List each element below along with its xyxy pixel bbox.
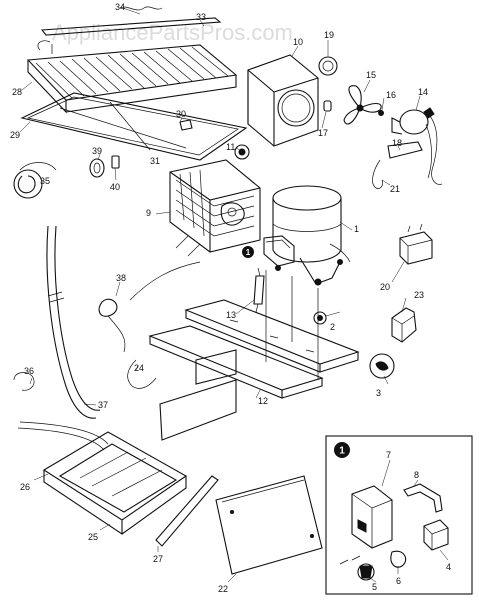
drain-pan-icon [42, 431, 188, 536]
fan-bracket-icon [372, 141, 423, 189]
grommet-icon [234, 144, 250, 160]
base-rail-icon [148, 299, 395, 399]
callout-6: 6 [396, 576, 401, 586]
callout-13: 13 [226, 310, 236, 320]
callout-25: 25 [88, 532, 98, 542]
callout-34: 34 [115, 2, 125, 12]
callout-1: 1 [354, 224, 359, 234]
cord-icon [13, 155, 120, 199]
callout-39: 39 [92, 146, 102, 156]
watermark: AppliancePartsPros.com [52, 20, 293, 45]
callout-3: 3 [376, 388, 381, 398]
callout-2: 2 [330, 322, 335, 332]
fan-shroud-icon [247, 54, 319, 147]
evaporator-icon [169, 159, 261, 257]
fan-retainer-icon [318, 56, 384, 116]
callout-38: 38 [116, 273, 126, 283]
callout-28: 28 [12, 87, 22, 97]
inset-detail: 1 [325, 435, 473, 595]
callout-18: 18 [392, 138, 402, 148]
callout-35: 35 [40, 176, 50, 186]
compressor-icon [263, 185, 351, 286]
callout-30: 30 [176, 109, 186, 119]
relay-icon [399, 223, 433, 265]
callout-22: 22 [218, 584, 228, 594]
callout-labels: 34 33 10 19 15 16 14 17 11 18 21 30 31 1… [10, 2, 451, 594]
callout-21: 21 [390, 184, 400, 194]
callout-33: 33 [196, 12, 206, 22]
callout-36: 36 [24, 366, 34, 376]
callout-12: 12 [258, 396, 268, 406]
drain-tube-icon [155, 475, 219, 547]
callout-10: 10 [293, 37, 303, 47]
svg-text:1: 1 [339, 446, 345, 457]
callout-27: 27 [153, 554, 163, 564]
tubing-icon [13, 225, 201, 451]
mount-bolt-icon [265, 270, 319, 380]
callout-29: 29 [10, 130, 20, 140]
callout-17: 17 [318, 128, 328, 138]
overload-icon [391, 307, 417, 343]
callout-15: 15 [366, 70, 376, 80]
fan-blade-icon [343, 85, 382, 125]
callout-20: 20 [380, 282, 390, 292]
access-panel-icon [215, 475, 323, 575]
callout-40: 40 [110, 182, 120, 192]
callout-31: 31 [150, 156, 160, 166]
svg-text:1: 1 [246, 248, 251, 257]
condenser-coil-icon [26, 40, 238, 114]
compressor-marker: 1 [242, 246, 254, 258]
callout-7: 7 [386, 450, 391, 460]
callout-11: 11 [226, 142, 235, 152]
callout-26: 26 [20, 482, 30, 492]
condenser-shelf-icon [20, 92, 248, 161]
callout-4: 4 [446, 562, 451, 572]
kick-plate-icon [159, 379, 237, 441]
callout-5: 5 [372, 582, 377, 592]
condenser-strip-icon [40, 6, 222, 36]
callout-24: 24 [134, 363, 144, 373]
callout-37: 37 [98, 400, 108, 410]
leader-lines [19, 7, 449, 583]
callout-8: 8 [414, 470, 419, 480]
callout-14: 14 [418, 87, 428, 97]
callout-19: 19 [324, 30, 334, 40]
callout-9: 9 [146, 208, 151, 218]
drier-icon [253, 267, 265, 313]
fan-motor-icon [391, 107, 443, 185]
callout-16: 16 [386, 90, 396, 100]
callout-23: 23 [414, 290, 424, 300]
